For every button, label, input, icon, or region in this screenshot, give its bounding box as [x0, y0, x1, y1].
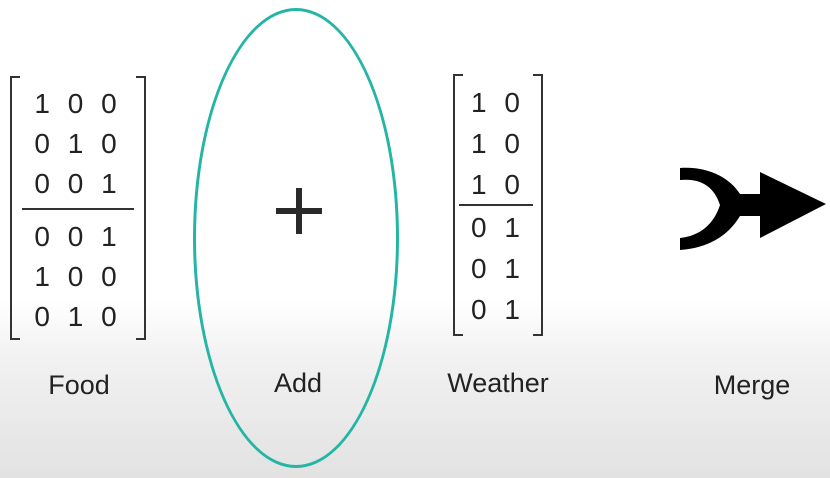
- weather-matrix-row: 1 0: [471, 169, 525, 200]
- weather-matrix-row: 1 0: [471, 87, 525, 118]
- food-matrix-row: 0 1 0: [34, 128, 122, 159]
- food-matrix-right-bracket: [136, 76, 146, 340]
- food-matrix: 1 0 0 0 1 0 0 0 1 0 0 1 1 0 0 0 1 0: [10, 76, 146, 340]
- add-highlight-ellipse: [193, 8, 399, 468]
- weather-matrix-divider: [459, 204, 533, 206]
- food-matrix-row: 0 0 1: [34, 168, 122, 199]
- weather-matrix-row: 0 1: [471, 253, 525, 284]
- food-matrix-row: 1 0 0: [34, 88, 122, 119]
- weather-label: Weather: [447, 368, 549, 398]
- plus-icon: [276, 188, 322, 234]
- weather-matrix-row: 0 1: [471, 294, 525, 325]
- food-matrix-divider: [22, 208, 134, 210]
- food-label: Food: [48, 370, 110, 400]
- merge-label: Merge: [713, 370, 791, 400]
- weather-matrix-right-bracket: [533, 74, 543, 336]
- weather-matrix-left-bracket: [453, 74, 463, 336]
- food-matrix-row: 1 0 0: [34, 261, 122, 292]
- food-matrix-left-bracket: [10, 76, 20, 340]
- food-matrix-row: 0 1 0: [34, 301, 122, 332]
- merge-arrow-icon: [680, 167, 826, 250]
- weather-matrix: 1 0 1 0 1 0 0 1 0 1 0 1: [453, 74, 543, 336]
- weather-matrix-row: 0 1: [471, 212, 525, 243]
- food-matrix-row: 0 0 1: [34, 221, 122, 252]
- add-label: Add: [273, 368, 323, 398]
- weather-matrix-row: 1 0: [471, 128, 525, 159]
